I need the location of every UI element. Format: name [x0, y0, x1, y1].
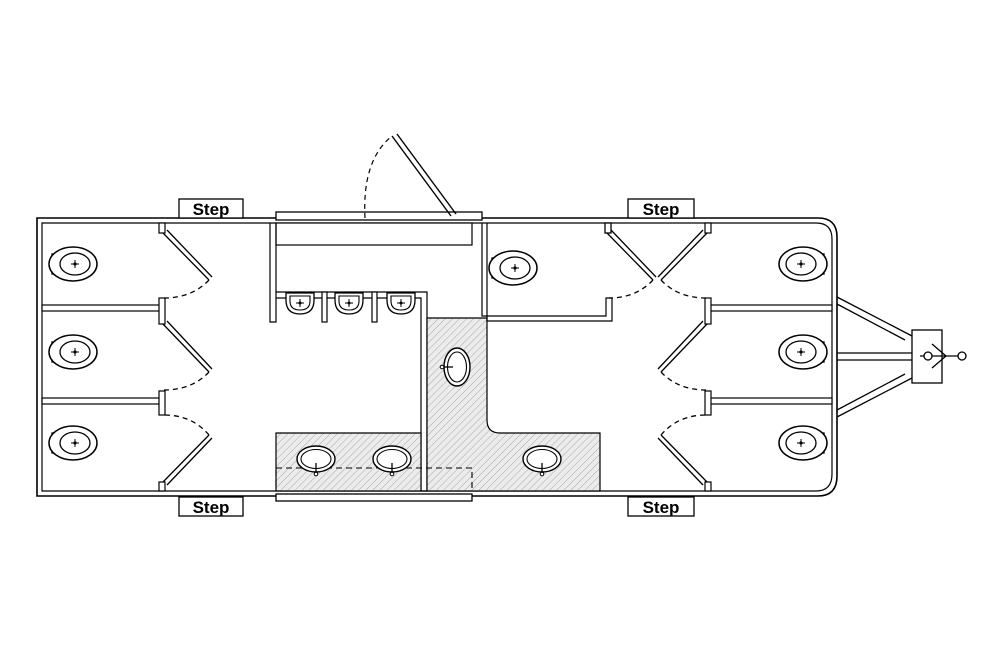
step-label: Step	[193, 498, 230, 517]
left-stall-walls	[41, 222, 166, 492]
step-top-left: Step	[178, 198, 244, 219]
center-counter-top	[269, 222, 473, 492]
entry-door[interactable]	[275, 133, 483, 221]
bottom-door-threshold	[275, 493, 473, 502]
urinal-icon	[285, 292, 315, 315]
toilet-icon	[488, 250, 538, 286]
toilet-icon	[48, 246, 98, 282]
trailer-hitch	[836, 296, 967, 418]
toilet-icon	[778, 334, 828, 370]
urinal-icon	[334, 292, 364, 315]
step-bottom-right: Step	[627, 496, 695, 517]
step-top-right: Step	[627, 198, 695, 219]
toilet-icon	[48, 334, 98, 370]
left-stall-doors[interactable]	[162, 229, 213, 486]
toilet-icon	[778, 425, 828, 461]
urinal-partitions	[321, 291, 378, 323]
right-stall-walls	[704, 222, 833, 492]
toilet-icon	[778, 246, 828, 282]
step-label: Step	[643, 200, 680, 219]
right-stall-doors[interactable]	[657, 229, 708, 486]
toilet-icon	[48, 425, 98, 461]
center-right-stall-door[interactable]	[604, 222, 657, 299]
step-bottom-left: Step	[178, 496, 244, 517]
hatched-counter-right	[426, 317, 601, 492]
urinal-icon	[386, 292, 416, 315]
step-label: Step	[193, 200, 230, 219]
step-label: Step	[643, 498, 680, 517]
